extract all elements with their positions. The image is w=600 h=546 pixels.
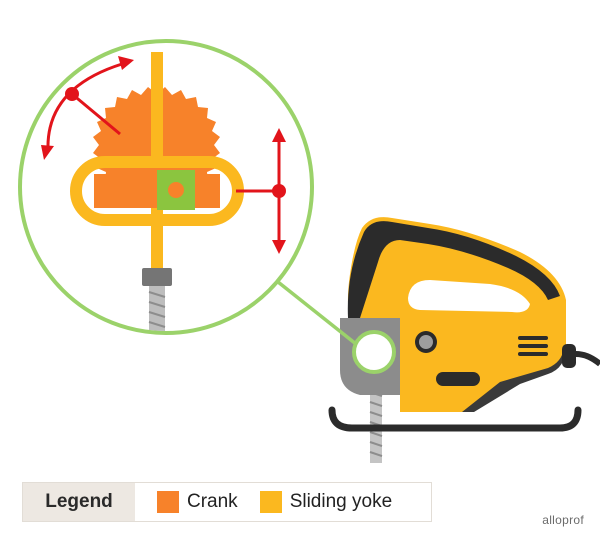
sliding-yoke-swatch (259, 491, 282, 513)
rotation-arrow (41, 56, 134, 160)
zoom-callout (18, 39, 314, 335)
saw-base-plate (328, 406, 582, 432)
crank-pin (168, 182, 184, 198)
brand-logo-text: alloprof (542, 513, 584, 527)
legend-item-sliding-yoke: Sliding yoke (259, 483, 393, 521)
vertical-motion-arrow (236, 128, 286, 254)
legend-item-crank: Crank (157, 483, 238, 521)
legend-title: Legend (23, 483, 135, 521)
saw-blade (369, 385, 383, 463)
zoom-target-circle (352, 330, 396, 374)
crank-swatch (157, 491, 179, 513)
power-cord (562, 344, 600, 368)
blade-clamp (142, 268, 172, 286)
zoom-connector-line (266, 272, 358, 346)
legend-label-crank: Crank (187, 491, 238, 512)
legend: Legend Crank Sliding yoke (22, 482, 432, 522)
jigsaw-body (340, 217, 566, 412)
legend-label-sliding-yoke: Sliding yoke (289, 491, 393, 512)
